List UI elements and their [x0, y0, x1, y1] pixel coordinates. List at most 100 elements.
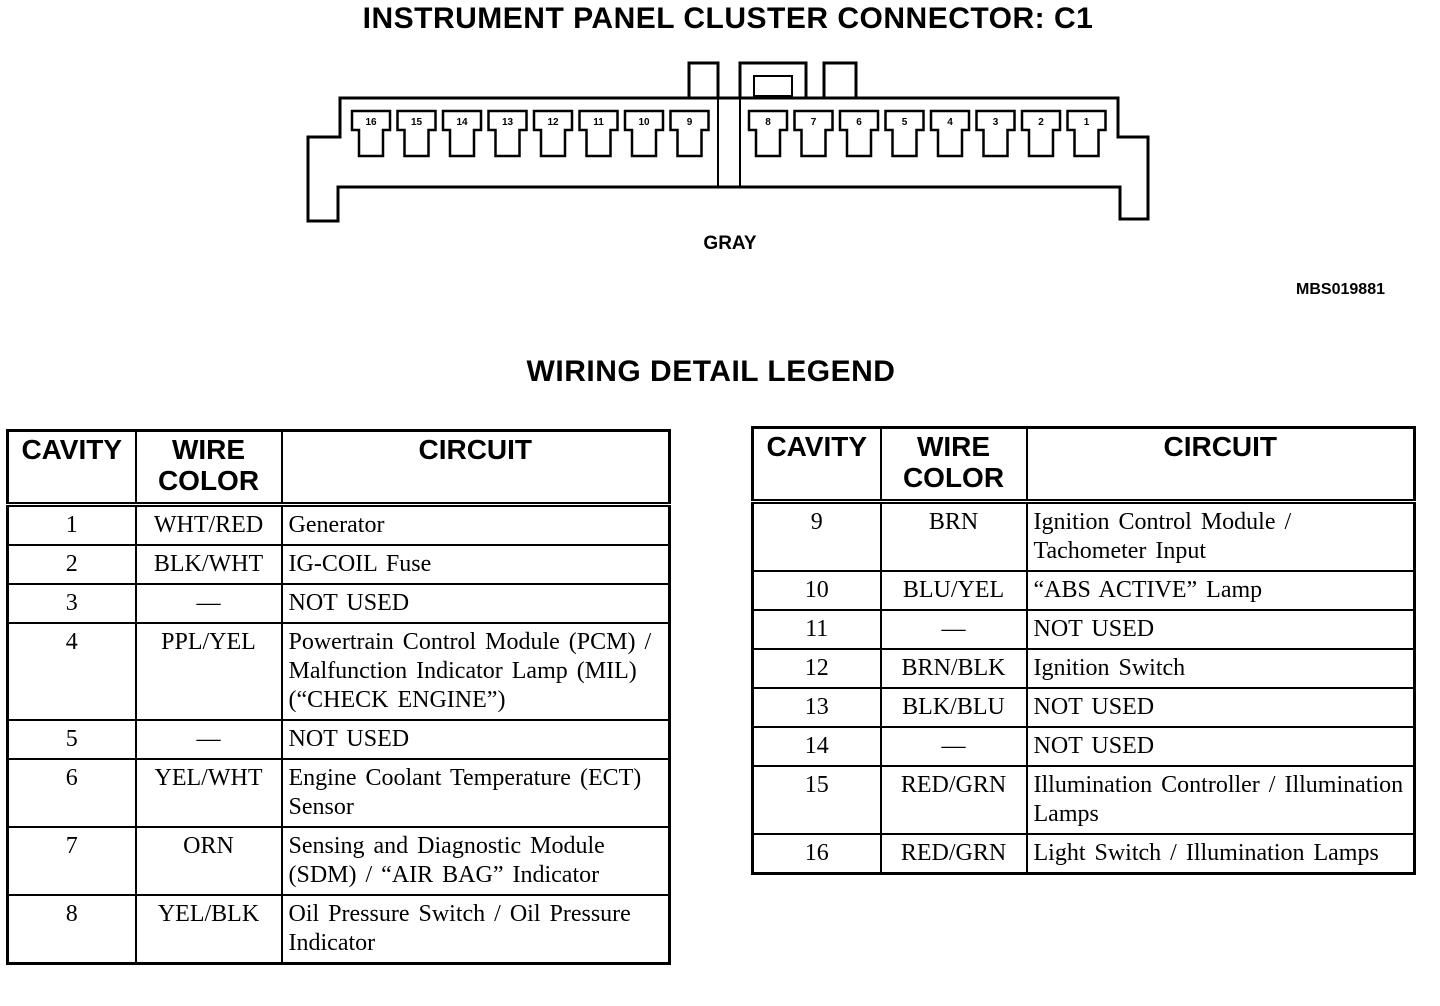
table-row: 7 ORN Sensing and Diagnostic Module (SDM…	[6, 826, 671, 896]
cavity-cell: 12	[751, 648, 882, 689]
header-cavity: CAVITY	[6, 429, 137, 507]
wire-color-cell: RED/GRN	[879, 765, 1028, 835]
wire-color-cell: BLU/YEL	[879, 570, 1028, 611]
circuit-cell: Light Switch / Illumination Lamps	[1025, 833, 1416, 875]
table-row: 5 — NOT USED	[6, 719, 671, 760]
cavity-number: 13	[502, 117, 514, 128]
table-row: 12 BRN/BLK Ignition Switch	[751, 648, 1416, 689]
table-row: 4 PPL/YEL Powertrain Control Module (PCM…	[6, 622, 671, 721]
cavity-cell: 8	[6, 894, 137, 965]
circuit-cell: NOT USED	[280, 583, 671, 624]
table-row: 15 RED/GRN Illumination Controller / Ill…	[751, 765, 1416, 835]
header-cavity: CAVITY	[751, 426, 882, 504]
connector-cavity: 2	[1020, 109, 1062, 158]
wire-color-cell: —	[134, 719, 283, 760]
connector-cavity: 6	[838, 109, 880, 158]
connector-cavity: 16	[350, 109, 392, 158]
circuit-cell: NOT USED	[1025, 609, 1416, 650]
cavity-number: 6	[856, 117, 862, 128]
connector-cavity: 9	[669, 109, 710, 158]
connector-cavity: 5	[884, 109, 925, 158]
cavity-cell: 7	[6, 826, 137, 896]
table-row: 14 — NOT USED	[751, 726, 1416, 767]
wire-color-cell: WHT/RED	[134, 503, 283, 546]
cavity-cell: 1	[6, 503, 137, 546]
cavity-number: 5	[902, 117, 908, 128]
figure-id: MBS019881	[1296, 281, 1385, 298]
cavity-number: 1	[1084, 117, 1090, 128]
connector-cavity: 14	[441, 109, 483, 158]
table-row: 16 RED/GRN Light Switch / Illumination L…	[751, 833, 1416, 875]
wire-color-cell: ORN	[134, 826, 283, 896]
circuit-cell: NOT USED	[280, 719, 671, 760]
wire-color-cell: BLK/WHT	[134, 544, 283, 585]
circuit-cell: Oil Pressure Switch / Oil Pressure Indic…	[280, 894, 671, 965]
circuit-cell: Ignition Switch	[1025, 648, 1416, 689]
connector-cavity: 15	[396, 109, 437, 158]
cavity-cell: 10	[751, 570, 882, 611]
connector-cavity: 8	[747, 109, 789, 158]
circuit-cell: “ABS ACTIVE” Lamp	[1025, 570, 1416, 611]
wire-color-cell: —	[879, 609, 1028, 650]
cavity-cell: 6	[6, 758, 137, 828]
wire-color-cell: —	[134, 583, 283, 624]
cavity-number: 15	[411, 117, 423, 128]
cavity-number: 16	[365, 117, 377, 128]
circuit-cell: Sensing and Diagnostic Module (SDM) / “A…	[280, 826, 671, 896]
wire-color-cell: BLK/BLU	[879, 687, 1028, 728]
wire-color-cell: YEL/WHT	[134, 758, 283, 828]
table-row: 8 YEL/BLK Oil Pressure Switch / Oil Pres…	[6, 894, 671, 965]
table-row: 9 BRN Ignition Control Module / Tachomet…	[751, 500, 1416, 572]
cavity-number: 14	[456, 117, 468, 128]
cavity-cell: 16	[751, 833, 882, 875]
cavity-number: 2	[1038, 117, 1044, 128]
cavity-number: 12	[547, 117, 559, 128]
cavity-cell: 11	[751, 609, 882, 650]
connector-cavity: 12	[532, 109, 574, 158]
cavity-number: 10	[638, 117, 650, 128]
cavity-number: 7	[811, 117, 817, 128]
circuit-cell: NOT USED	[1025, 687, 1416, 728]
cavity-cell: 15	[751, 765, 882, 835]
cavity-cell: 13	[751, 687, 882, 728]
header-circuit: CIRCUIT	[1025, 426, 1416, 504]
legend-title: WIRING DETAIL LEGEND	[526, 355, 896, 388]
connector-cavity: 13	[487, 109, 528, 158]
circuit-cell: Illumination Controller / Illumination L…	[1025, 765, 1416, 835]
cavity-number: 9	[687, 117, 693, 128]
circuit-cell: IG-COIL Fuse	[280, 544, 671, 585]
circuit-cell: Ignition Control Module / Tachometer Inp…	[1025, 500, 1416, 572]
cavity-cell: 9	[751, 500, 882, 572]
cavity-cell: 5	[6, 719, 137, 760]
table-row: 2 BLK/WHT IG-COIL Fuse	[6, 544, 671, 585]
connector-cavity: 10	[623, 109, 665, 158]
table-row: 6 YEL/WHT Engine Coolant Temperature (EC…	[6, 758, 671, 828]
connector-title: INSTRUMENT PANEL CLUSTER CONNECTOR: C1	[362, 2, 1094, 35]
circuit-cell: Engine Coolant Temperature (ECT) Sensor	[280, 758, 671, 828]
wire-color-cell: —	[879, 726, 1028, 767]
connector-housing	[306, 61, 1150, 223]
cavity-cell: 4	[6, 622, 137, 721]
connector-cavity: 1	[1066, 109, 1107, 158]
header-circuit: CIRCUIT	[280, 429, 671, 507]
cavity-cell: 2	[6, 544, 137, 585]
table-row: 13 BLK/BLU NOT USED	[751, 687, 1416, 728]
wire-color-cell: BRN	[879, 500, 1028, 572]
connector-cavity: 3	[975, 109, 1016, 158]
cavity-number: 4	[947, 117, 953, 128]
table-row: 10 BLU/YEL “ABS ACTIVE” Lamp	[751, 570, 1416, 611]
table-row: 11 — NOT USED	[751, 609, 1416, 650]
wire-color-cell: RED/GRN	[879, 833, 1028, 875]
wire-color-cell: BRN/BLK	[879, 648, 1028, 689]
cavity-number: 3	[993, 117, 999, 128]
table-row: 1 WHT/RED Generator	[6, 503, 671, 546]
connector-cavity: 4	[929, 109, 971, 158]
wire-color-cell: YEL/BLK	[134, 894, 283, 965]
